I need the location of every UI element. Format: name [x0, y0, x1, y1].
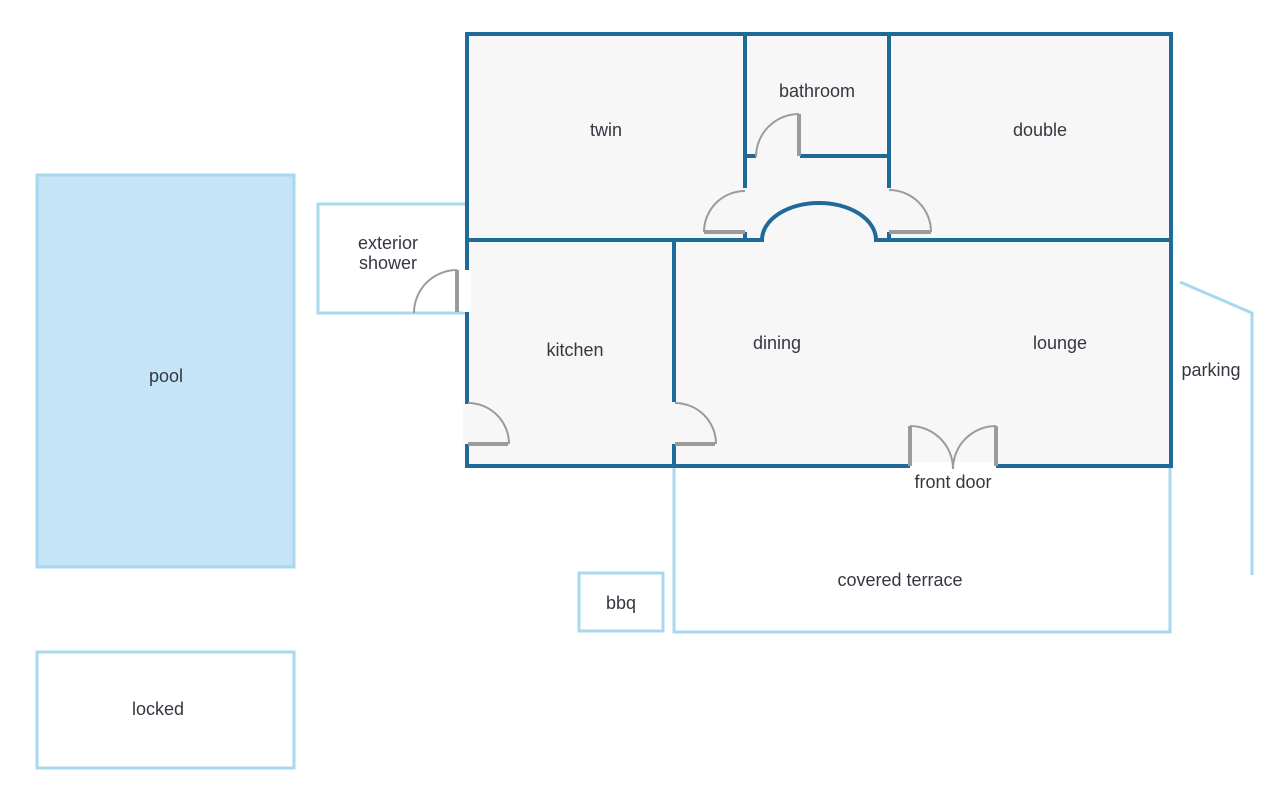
door-double[interactable]: [888, 189, 932, 234]
area-label-covered-terrace: covered terrace: [837, 570, 962, 590]
parking-area: [1179, 280, 1254, 575]
room-label-kitchen: kitchen: [546, 340, 603, 360]
house-floor: [467, 34, 1171, 466]
room-label-lounge: lounge: [1033, 333, 1087, 353]
door-kitchen-outer[interactable]: [467, 402, 510, 446]
room-label-bathroom: bathroom: [779, 81, 855, 101]
room-label-double: double: [1013, 120, 1067, 140]
bbq-area: [577, 571, 665, 633]
archway: [759, 201, 879, 243]
room-label-dining: dining: [753, 333, 801, 353]
area-label-bbq: bbq: [606, 593, 636, 613]
area-label-exterior-shower-2: shower: [359, 253, 417, 273]
room-label-twin: twin: [590, 120, 622, 140]
door-bathroom[interactable]: [755, 113, 801, 158]
area-label-parking: parking: [1181, 360, 1240, 380]
exterior-wall: [465, 32, 1173, 468]
door-exterior-shower[interactable]: [413, 269, 459, 314]
area-label-pool: pool: [149, 366, 183, 386]
door-twin[interactable]: [703, 190, 746, 234]
covered-terrace-area: [672, 466, 1172, 634]
door-front[interactable]: [908, 425, 998, 470]
locked-area: [35, 650, 296, 770]
area-label-locked: locked: [132, 699, 184, 719]
label-front-door: front door: [914, 472, 991, 492]
pool-area: [35, 173, 296, 569]
area-label-exterior-shower-1: exterior: [358, 233, 418, 253]
exterior-shower-area: [316, 202, 465, 315]
door-kitchen-dining[interactable]: [674, 402, 717, 446]
